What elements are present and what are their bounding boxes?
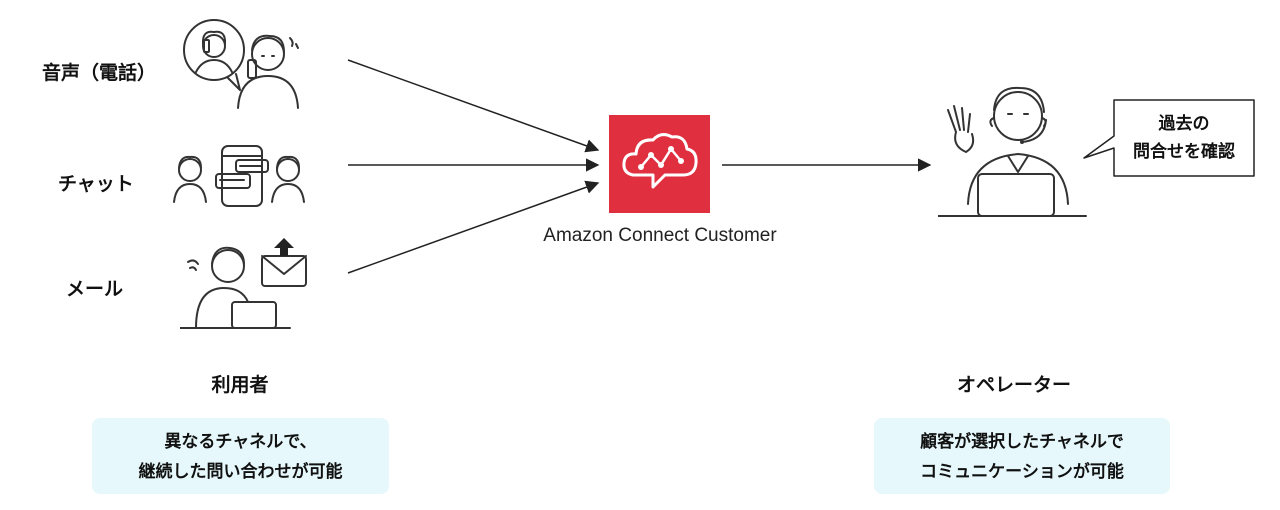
channel-chat-label: チャット [58,173,134,195]
users-note: 異なるチャネルで、 継続した問い合わせが可能 [92,418,389,494]
arrow-voice [347,59,600,153]
users-label: 利用者 [211,374,269,396]
phone-user-icon [183,19,299,109]
operator-label: オペレーター [956,374,1071,396]
chat-users-icon [173,145,305,207]
operator-bubble-line-1: 過去の [1158,114,1210,134]
mail-user-icon [180,238,307,329]
speech-bubble-icon [1083,99,1255,177]
amazon-connect-icon [609,115,710,213]
arrow-mail [347,180,600,274]
users-note-line-2: 継続した問い合わせが可能 [138,462,343,482]
channel-mail-label: メール [66,278,124,300]
operator-note: 顧客が選択したチャネルで コミュニケーションが可能 [874,418,1170,494]
operator-note-line-1: 顧客が選択したチャネルで [920,432,1124,452]
operator-icon [938,86,1087,217]
operator-bubble-text: 過去の 問合せを確認 [1114,110,1254,166]
users-note-line-1: 異なるチャネルで、 [164,432,317,452]
channel-voice-label: 音声（電話） [42,62,157,84]
amazon-connect-label: Amazon Connect Customer [543,225,777,246]
operator-note-line-2: コミュニケーションが可能 [920,462,1124,482]
operator-bubble-line-2: 問合せを確認 [1133,142,1235,162]
